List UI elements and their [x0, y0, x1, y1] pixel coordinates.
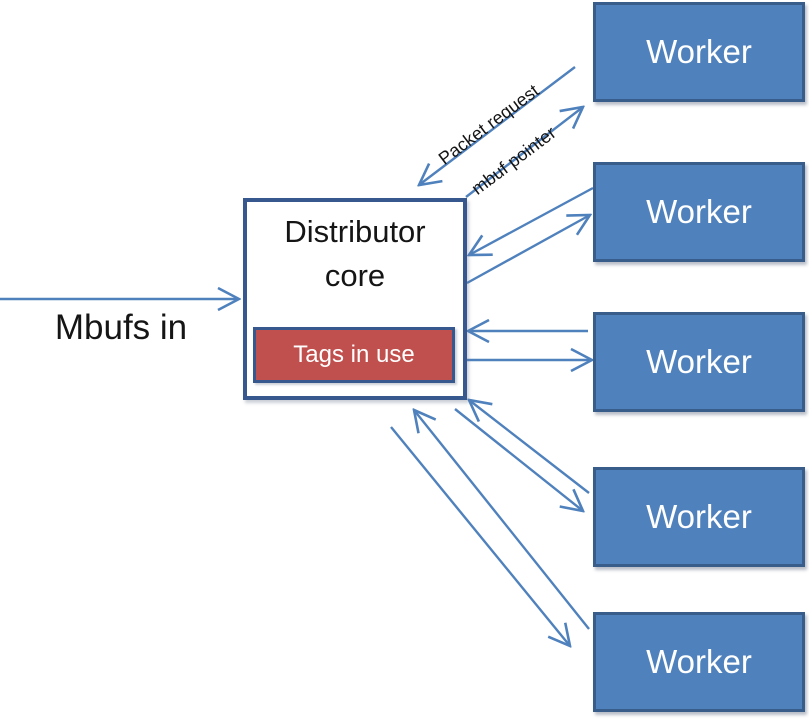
arrow-distributor-to-worker4 — [454, 408, 583, 511]
arrow-mbuf-pointer — [465, 107, 583, 198]
worker-box-3: Worker — [593, 312, 805, 412]
arrow-distributor-to-worker2 — [466, 215, 590, 285]
distributor-title-line1: Distributor — [284, 214, 426, 249]
worker-box-4: Worker — [593, 467, 805, 567]
arrow-worker5-to-distributor — [414, 410, 590, 630]
worker-box-1: Worker — [593, 2, 805, 102]
mbufs-in-label: Mbufs in — [54, 308, 188, 347]
arrow-distributor-to-worker5 — [390, 426, 570, 646]
worker-box-2: Worker — [593, 162, 805, 262]
arrow-worker4-to-distributor — [469, 400, 590, 494]
arrow-packet-request — [419, 66, 576, 185]
worker-label: Worker — [646, 643, 752, 680]
distributor-title-line2: core — [324, 258, 386, 293]
worker-label: Worker — [646, 498, 752, 535]
worker-label: Worker — [646, 193, 752, 230]
worker-label: Worker — [646, 33, 752, 70]
distributor-core-box: Distributor core Tags in use — [243, 198, 467, 400]
tags-in-use-box: Tags in use — [253, 327, 455, 383]
worker-box-5: Worker — [593, 612, 805, 712]
worker-label: Worker — [646, 343, 752, 380]
tags-in-use-label: Tags in use — [293, 341, 415, 368]
distributor-core-title: Distributor core — [247, 210, 463, 298]
arrow-worker2-to-distributor — [469, 186, 594, 255]
